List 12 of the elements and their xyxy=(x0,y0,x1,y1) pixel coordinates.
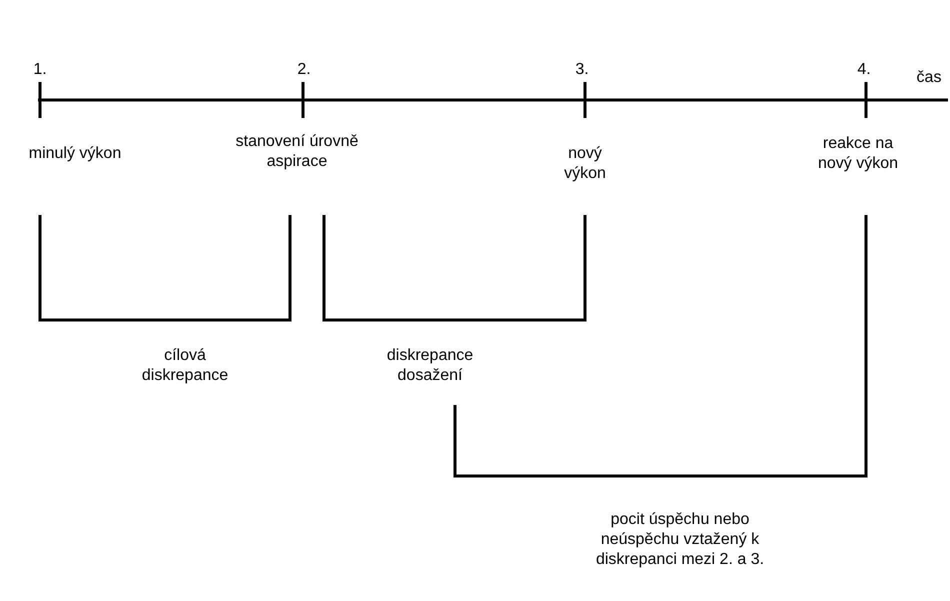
step-number: 3. xyxy=(574,60,590,80)
event-label: nový výkon xyxy=(563,144,607,184)
axis-label: čas xyxy=(916,68,942,88)
step-number: 4. xyxy=(856,60,872,80)
bracket-label: diskrepance dosažení xyxy=(386,346,474,386)
event-label: reakce na nový výkon xyxy=(816,134,900,174)
event-label: stanovení úrovně aspirace xyxy=(234,132,360,172)
bracket-label: cílová diskrepance xyxy=(140,346,230,386)
event-label: minulý výkon xyxy=(28,144,122,164)
step-number: 1. xyxy=(32,60,48,80)
step-number: 2. xyxy=(296,60,312,80)
bracket-label: pocit úspěchu nebo neúspěchu vztažený k diskrepanci mezi 2. a 3. xyxy=(594,510,766,570)
